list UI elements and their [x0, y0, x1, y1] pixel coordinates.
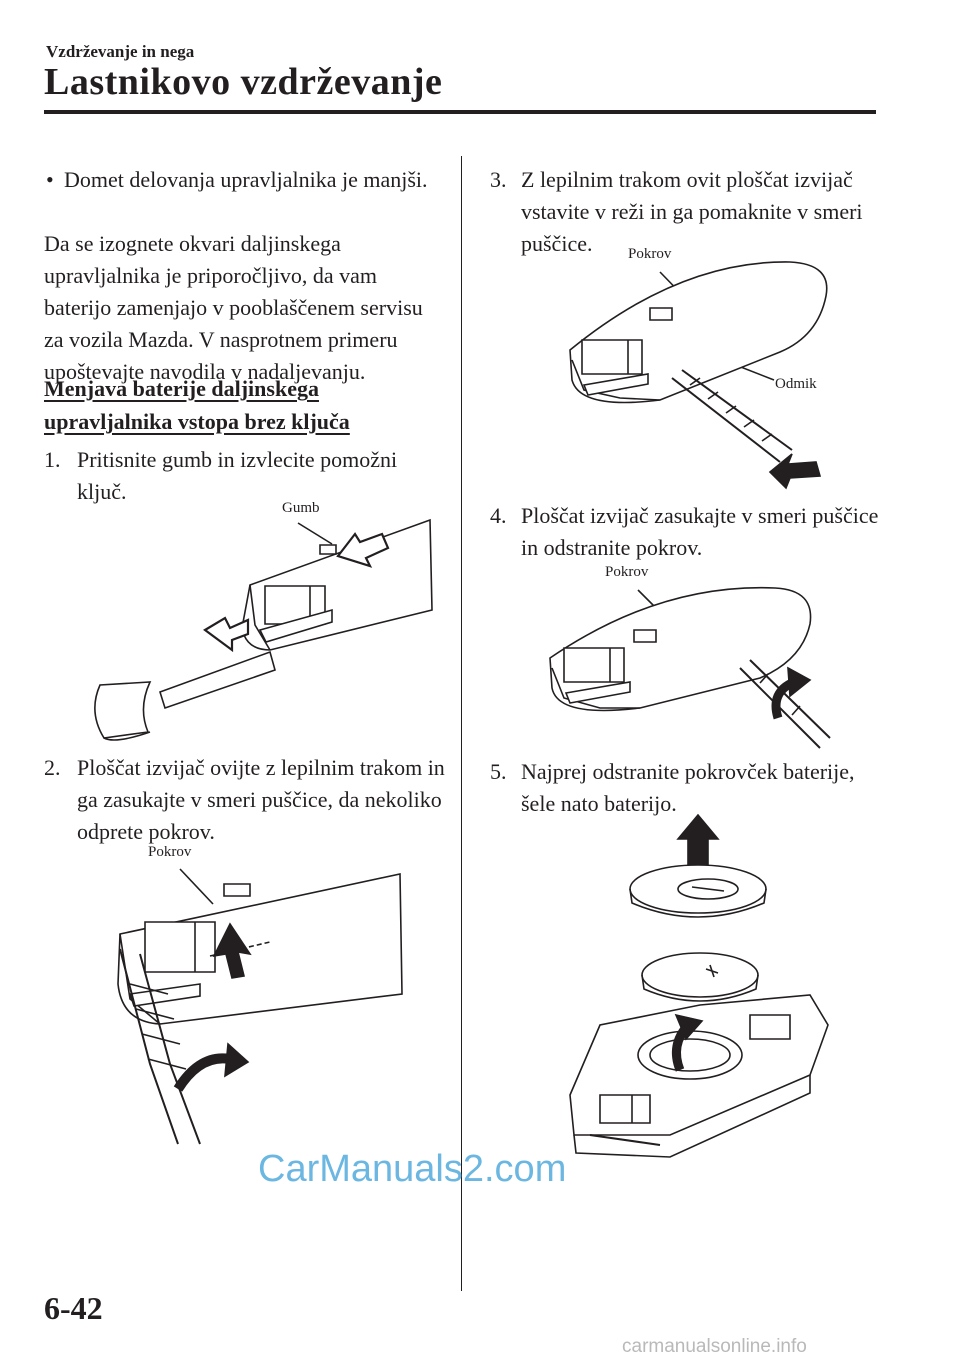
step-3-number: 3.: [490, 167, 507, 192]
step-2-number: 2.: [44, 755, 61, 780]
figure-1-label: Gumb: [282, 500, 320, 516]
bullet-text: Domet delovanja upravljalnika je manjši.: [64, 167, 428, 192]
figure-4-label: Pokrov: [605, 564, 649, 580]
step-5-number: 5.: [490, 759, 507, 784]
subheading: Menjava baterije daljinskega upravljalni…: [44, 372, 444, 438]
step-3: 3. Z lepilnim trakom ovit ploščat izvija…: [490, 164, 880, 260]
figure-2-label: Pokrov: [148, 844, 192, 860]
figure-3-label-cover: Pokrov: [628, 246, 672, 262]
subheading-line-2: upravljalnika vstopa brez ključa: [44, 409, 350, 434]
step-3-text: Z lepilnim trakom ovit ploščat izvijač v…: [521, 167, 863, 256]
figure-3-label-offset: Odmik: [775, 376, 817, 392]
step-2: 2. Ploščat izvijač ovijte z lepilnim tra…: [44, 752, 454, 848]
step-4: 4. Ploščat izvijač zasukajte v smeri puš…: [490, 500, 880, 564]
figure-1-key-removal: [70, 500, 450, 750]
step-4-number: 4.: [490, 503, 507, 528]
step-1-text: Pritisnite gumb in izvlecite pomožni klj…: [77, 447, 398, 504]
page-title: Lastnikovo vzdrževanje: [44, 61, 443, 103]
intro-paragraph: Da se izognete okvari daljinskega upravl…: [44, 231, 423, 384]
figure-3-insert-screwdriver: [560, 250, 840, 490]
step-5-text: Najprej odstranite pokrovček baterije, š…: [521, 759, 855, 816]
page-number: 6-42: [44, 1290, 103, 1326]
step-2-text: Ploščat izvijač ovijte z lepilnim trakom…: [77, 755, 445, 844]
step-5: 5. Najprej odstranite pokrovček baterije…: [490, 756, 890, 820]
bullet-mark: •: [46, 167, 54, 192]
figure-4-remove-cover: [540, 568, 840, 758]
watermark-bottom: carmanualsonline.info: [622, 1336, 807, 1357]
column-divider: [461, 156, 462, 1291]
watermark-center: CarManuals2.com: [258, 1148, 567, 1190]
step-1-number: 1.: [44, 447, 61, 472]
bullet-item: • Domet delovanja upravljalnika je manjš…: [44, 164, 444, 196]
step-1: 1. Pritisnite gumb in izvlecite pomožni …: [44, 444, 444, 508]
step-4-text: Ploščat izvijač zasukajte v smeri puščic…: [521, 503, 879, 560]
subheading-line-1: Menjava baterije daljinskega: [44, 376, 319, 401]
figure-5-battery-removal: [560, 815, 840, 1160]
section-label: Vzdrževanje in nega: [46, 42, 195, 61]
header-rule: [44, 110, 876, 114]
figure-2-open-cover: [100, 844, 420, 1144]
